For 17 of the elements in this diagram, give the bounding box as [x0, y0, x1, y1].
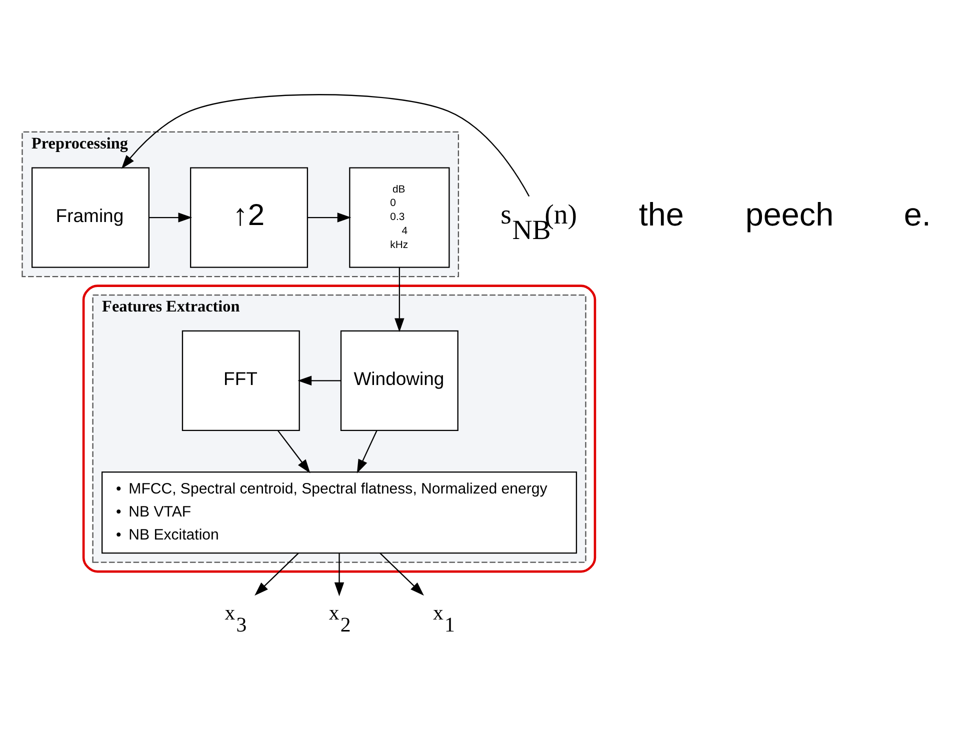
node-box: • MFCC, Spectral centroid, Spectral flatness, Normalized energy • NB VTAF • NB Excitation [102, 472, 578, 554]
node-box: dB 0 0.3 4 kHz [349, 167, 450, 268]
node-box: Windowing [340, 330, 458, 431]
arrow [334, 554, 344, 596]
node-box: Framing [32, 167, 150, 268]
node-box: ↑2 [190, 167, 308, 268]
label: the [638, 196, 684, 233]
label: e. [904, 196, 931, 233]
arrow [298, 376, 341, 386]
arrow [394, 267, 404, 332]
arrow [356, 430, 378, 474]
arrow [149, 212, 192, 222]
label: peech [745, 196, 834, 233]
arrow [307, 212, 352, 222]
arrow [121, 94, 530, 197]
node-box: FFT [182, 330, 300, 431]
arrow [277, 430, 310, 474]
